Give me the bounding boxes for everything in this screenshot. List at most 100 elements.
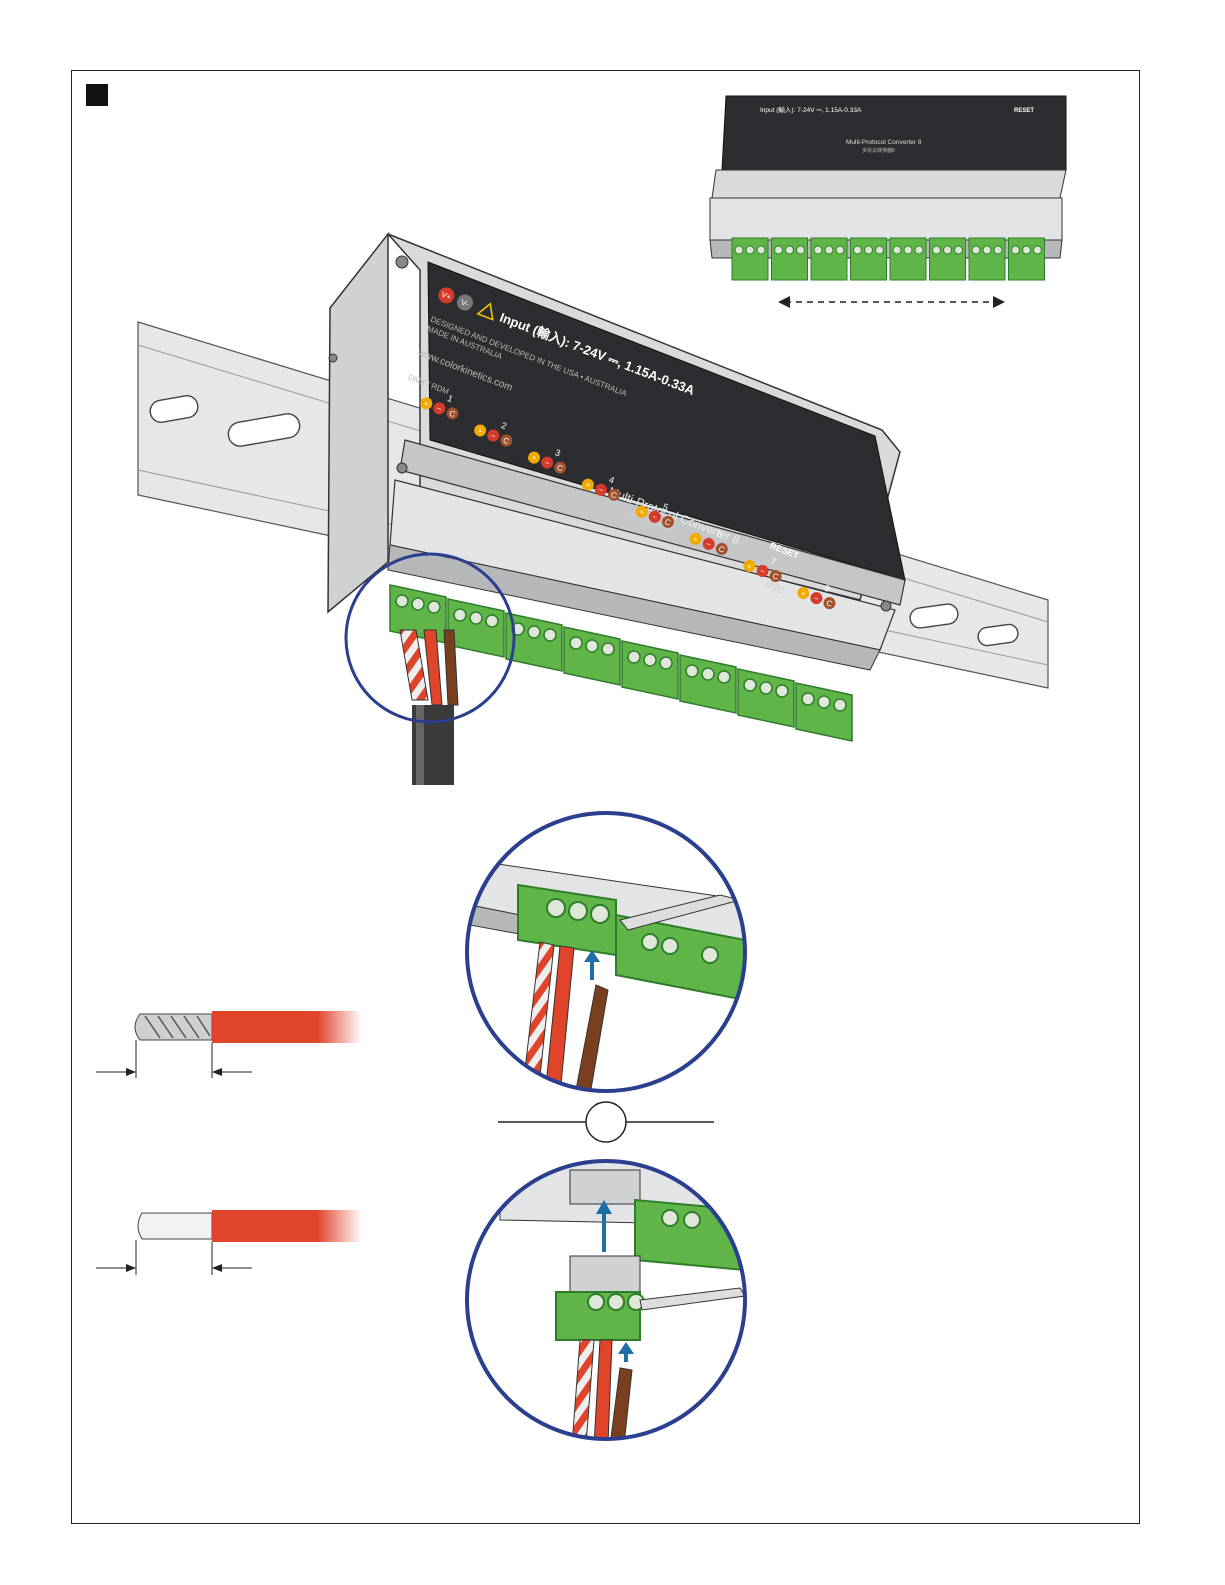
port-7-pin-symbol-1: + xyxy=(746,561,754,571)
port-number-1: 1 xyxy=(446,393,454,404)
port-5-pin-3 xyxy=(661,515,674,528)
port-4-pin-3 xyxy=(608,488,621,501)
inset-terminal-block-4 xyxy=(850,237,887,281)
inset-product-name-cn: 多协议转换器8 xyxy=(862,147,895,154)
port-4-pin-symbol-3: C xyxy=(610,490,619,501)
terminal-block-2 xyxy=(447,598,505,658)
port-6-pin-symbol-3: C xyxy=(717,544,726,555)
terminal-block-3 xyxy=(505,612,563,672)
detail-circle-screw-terminal xyxy=(465,811,747,1093)
port-8-pin-symbol-1: + xyxy=(799,589,807,599)
inset-terminal-screw xyxy=(824,245,834,255)
v-minus-badge: V- xyxy=(460,297,471,308)
inset-terminal-screw xyxy=(1033,245,1042,255)
port-6-pin-symbol-2: − xyxy=(705,539,713,549)
port-2-pin-symbol-2: − xyxy=(489,431,497,441)
port-4-pin-symbol-1: + xyxy=(584,480,592,490)
or-divider xyxy=(498,1101,714,1143)
port-number-6: 6 xyxy=(715,529,723,540)
port-7-pin-symbol-3: C xyxy=(771,571,780,582)
inset-terminal-screw xyxy=(734,245,744,255)
inset-terminal-screw xyxy=(903,245,913,255)
inset-terminal-screw xyxy=(932,245,941,255)
plug-insert-arrow xyxy=(596,1200,612,1214)
detail-circle-plug-removed xyxy=(465,1159,747,1441)
warning-icon xyxy=(476,302,494,321)
inset-terminal-screw xyxy=(971,245,981,255)
terminal-block-5 xyxy=(621,640,679,700)
inset-terminal-screw xyxy=(774,245,783,255)
port-3-pin-symbol-3: C xyxy=(556,463,565,474)
inset-input-rating: Input (輸入): 7-24V ⎓, 1.15A-0.33A xyxy=(760,105,862,114)
terminal-block-7 xyxy=(737,668,795,728)
port-3-pin-1 xyxy=(528,451,541,464)
port-5-pin-2 xyxy=(648,510,661,523)
inset-terminal-screw xyxy=(835,245,845,255)
port-2-pin-2 xyxy=(487,429,500,442)
inset-terminal-screw xyxy=(756,245,766,255)
insert-wire-arrow xyxy=(584,950,600,962)
terminal-block-6 xyxy=(679,654,737,714)
port-4-pin-symbol-2: − xyxy=(597,485,605,495)
port-6-pin-1 xyxy=(689,532,702,545)
screwdriver-2 xyxy=(639,1287,745,1311)
inset-terminal-screw xyxy=(1011,245,1020,255)
port-number-2: 2 xyxy=(500,420,508,431)
inset-terminal-screw xyxy=(853,245,862,255)
inset-terminal-screw xyxy=(864,245,873,255)
terminal-block-row xyxy=(389,584,853,742)
inset-terminal-block-5 xyxy=(889,237,927,281)
port-8-pin-1 xyxy=(797,587,810,600)
inset-terminal-screw xyxy=(745,245,755,255)
port-1-pin-3 xyxy=(446,407,459,420)
port-8-pin-symbol-3: C xyxy=(825,598,834,609)
inset-terminal-block-1 xyxy=(731,237,769,281)
inset-terminal-screw xyxy=(785,245,794,255)
port-8-pin-symbol-2: − xyxy=(812,594,820,604)
port-8-pin-2 xyxy=(810,592,823,605)
port-number-4: 4 xyxy=(608,474,616,485)
callout-circle-connector xyxy=(344,552,516,724)
terminal-block-8 xyxy=(795,682,853,742)
port-2-pin-1 xyxy=(474,424,487,437)
inset-terminal-block-8 xyxy=(1008,237,1045,281)
port-number-3: 3 xyxy=(554,447,562,458)
inset-terminal-block-2 xyxy=(771,237,808,281)
port-5-pin-1 xyxy=(635,505,648,518)
port-number-5: 5 xyxy=(661,501,669,512)
inset-reset-label: RESET xyxy=(1014,108,1034,114)
port-4-pin-2 xyxy=(594,483,607,496)
port-7-pin-symbol-2: − xyxy=(759,566,767,576)
stranded-wire-illustration xyxy=(96,1011,362,1078)
terminal-block-1 xyxy=(389,584,447,644)
v-plus-badge: V+ xyxy=(440,290,453,302)
inset-terminal-screw xyxy=(993,245,1003,255)
port-6-pin-3 xyxy=(715,542,728,555)
inset-product-name: Multi-Protocol Converter 8 xyxy=(846,139,922,146)
port-6-pin-2 xyxy=(702,537,715,550)
port-1-pin-symbol-1: + xyxy=(422,399,430,409)
inset-terminal-block-6 xyxy=(929,237,966,281)
inset-terminal-screw xyxy=(982,245,992,255)
inset-terminal-screw xyxy=(892,245,902,255)
step-marker-square xyxy=(86,84,108,106)
port-3-pin-3 xyxy=(554,461,567,474)
port-2-pin-symbol-3: C xyxy=(502,436,511,447)
port-2-pin-3 xyxy=(500,434,513,447)
inset-terminal-screw xyxy=(943,245,952,255)
inset-terminal-screw xyxy=(914,245,924,255)
port-1-pin-1 xyxy=(420,397,433,410)
port-1-pin-symbol-2: − xyxy=(435,404,443,414)
port-8-pin-3 xyxy=(823,597,836,610)
port-7-pin-3 xyxy=(769,570,782,583)
inset-terminal-screw xyxy=(813,245,823,255)
port-4-pin-1 xyxy=(581,478,594,491)
port-3-pin-2 xyxy=(541,456,554,469)
inset-terminal-screw xyxy=(1022,245,1031,255)
diagram-frame xyxy=(71,70,1140,1524)
inset-terminal-block-7 xyxy=(968,237,1006,281)
converter-housing xyxy=(327,231,906,671)
wire-insert-arrow xyxy=(618,1342,634,1354)
terminal-plug-large xyxy=(517,883,745,1002)
